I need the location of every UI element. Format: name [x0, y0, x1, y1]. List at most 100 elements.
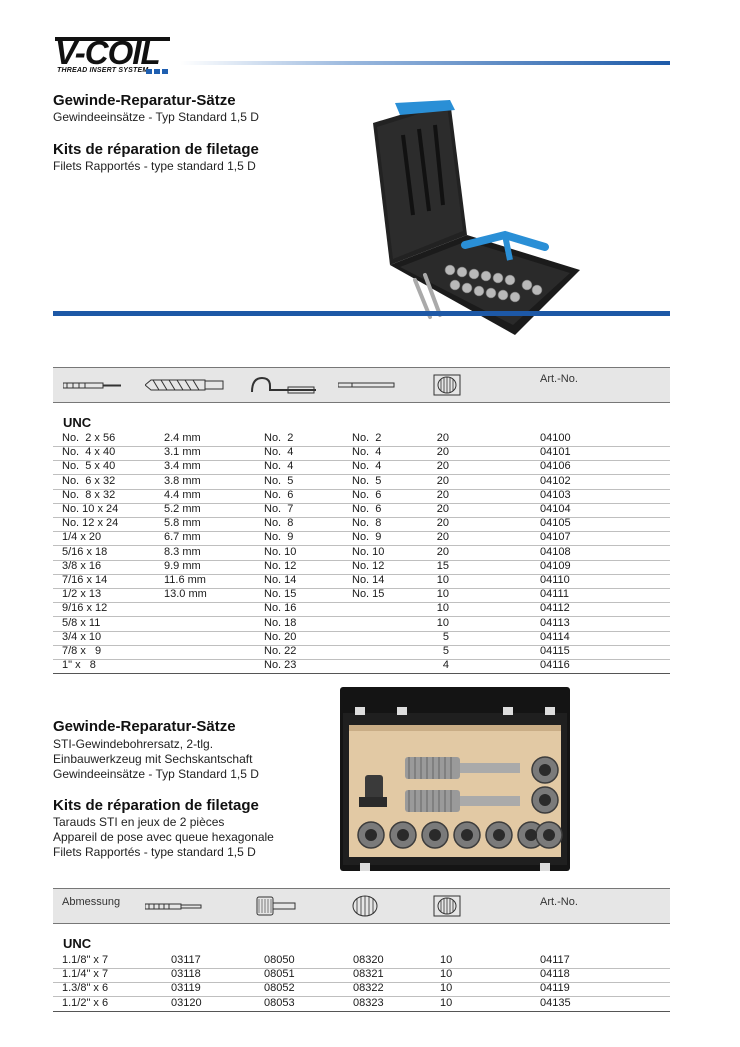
cell-qty: 10 [436, 616, 449, 629]
cell-size: 1/2 x 13 [62, 588, 102, 601]
cell-qty: 10 [436, 602, 449, 615]
cell-install-tool: No. 18 [264, 616, 297, 629]
cell-qty: 20 [436, 446, 449, 459]
cell-tang-tool: No. 15 [352, 588, 385, 601]
cell-drill: 3.4 mm [164, 460, 201, 473]
cell-tang-tool: No. 9 [352, 531, 382, 544]
cell-artno: 04108 [540, 545, 571, 558]
logo-square-icon [146, 69, 152, 74]
sti-tap-icon [145, 903, 202, 910]
brand-tagline: THREAD INSERT SYSTEM [57, 67, 149, 74]
cell-artno: 04106 [540, 460, 571, 473]
cell-artno: 04109 [540, 559, 571, 572]
cell-artno: 04107 [540, 531, 571, 544]
section-label-unc-2: UNC [63, 936, 92, 951]
cell-tang-tool: No. 4 [352, 446, 382, 459]
cell-size: No. 4 x 40 [62, 446, 116, 459]
cell-tang-tool: No. 12 [352, 559, 385, 572]
cell-qty: 10 [440, 968, 453, 981]
cell-install-tool: No. 16 [264, 602, 297, 615]
cell-qty: 5 [442, 645, 449, 657]
cell-size: No. 6 x 32 [62, 474, 116, 487]
table-bottom-rule [53, 1010, 670, 1012]
cell-tang-tool: No. 6 [352, 503, 382, 515]
cell-artno: 04112 [540, 602, 570, 615]
cell-drill: 3.1 mm [164, 446, 201, 459]
cell-sti-tap: 03117 [171, 954, 201, 966]
tang-break-tool-icon [338, 382, 395, 388]
cell-size: 1.1/2" x 6 [62, 996, 109, 1009]
cell-drill: 2.4 mm [164, 432, 201, 444]
cell-install-tool: No. 6 [264, 488, 294, 501]
cell-artno: 04104 [540, 503, 571, 515]
product-case-image [373, 100, 580, 335]
cell-drill: 13.0 mm [164, 588, 207, 601]
cell-artno: 04135 [540, 996, 571, 1009]
desc-de-line: Gewindeeinsätze - Typ Standard 1,5 D [53, 767, 259, 781]
cell-size: 1.3/8" x 6 [62, 982, 109, 995]
desc-fr-line: Filets Rapportés - type standard 1,5 D [53, 845, 256, 859]
cell-qty: 10 [440, 996, 453, 1009]
cell-insert: 08322 [353, 982, 384, 995]
cell-artno: 04119 [540, 982, 570, 995]
desc-de-line: STI-Gewindebohrersatz, 2-tlg. [53, 737, 214, 751]
cell-insert: 08320 [353, 954, 384, 966]
cell-install-tool: 08052 [264, 982, 295, 995]
title-de: Gewinde-Reparatur-Sätze [53, 92, 236, 109]
table1-header: Art.-No. [53, 367, 670, 403]
thread-insert-box-icon [433, 895, 461, 917]
table-bottom-rule [53, 673, 670, 675]
subtitle-fr: Filets Rapportés - type standard 1,5 D [53, 159, 256, 173]
cell-sti-tap: 03120 [171, 996, 202, 1009]
installation-tool-icon [251, 376, 316, 394]
sti-kit-case-image [340, 687, 570, 871]
cell-artno: 04110 [540, 574, 570, 586]
cell-artno: 04116 [540, 659, 570, 672]
cell-qty: 10 [440, 954, 453, 966]
cell-install-tool: No. 10 [264, 545, 297, 558]
cell-artno: 04103 [540, 488, 571, 501]
cell-qty: 5 [442, 630, 449, 643]
cell-drill: 4.4 mm [164, 488, 201, 501]
cell-size: 1" x 8 [62, 659, 96, 672]
cell-size: 1/4 x 20 [62, 531, 102, 544]
cell-size: 5/16 x 18 [62, 545, 108, 558]
title-fr: Kits de réparation de filetage [53, 141, 259, 158]
cell-qty: 10 [436, 574, 449, 586]
cell-drill: 6.7 mm [164, 531, 201, 544]
cell-tang-tool: No. 14 [352, 574, 385, 586]
artno-header-2: Art.-No. [540, 896, 578, 908]
cell-size: 1.1/8" x 7 [62, 954, 109, 966]
cell-qty: 20 [436, 517, 449, 530]
cell-size: 3/8 x 16 [62, 559, 102, 572]
cell-artno: 04117 [540, 954, 570, 966]
cell-artno: 04102 [540, 474, 571, 487]
cell-install-tool: No. 23 [264, 659, 297, 672]
cell-size: No. 5 x 40 [62, 460, 116, 473]
section-label-unc: UNC [63, 415, 92, 430]
cell-drill: 11.6 mm [164, 574, 206, 586]
cell-qty: 10 [436, 588, 449, 601]
cell-size: No. 12 x 24 [62, 517, 119, 530]
cell-drill: 3.8 mm [164, 474, 201, 487]
cell-size: 5/8 x 11 [62, 616, 101, 629]
brand-logo: V-COIL [55, 34, 161, 71]
cell-size: 7/8 x 9 [62, 645, 102, 657]
cell-install-tool: No. 7 [264, 503, 294, 515]
cell-install-tool: No. 4 [264, 446, 294, 459]
cell-insert: 08321 [353, 968, 384, 981]
